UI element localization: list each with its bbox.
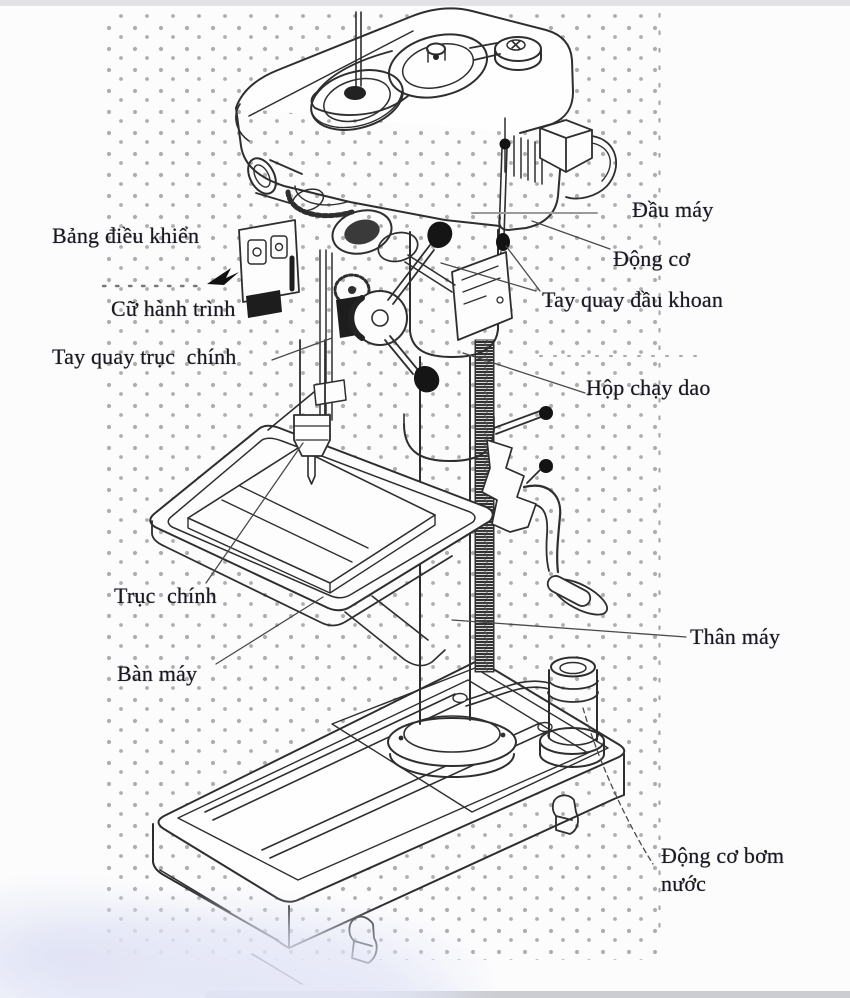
switch-box [539, 119, 593, 173]
leader-dong-co-bom-nuoc [582, 707, 654, 865]
scan-artifact-top-bar [0, 0, 850, 6]
coolant-pump [465, 656, 605, 768]
label-hop-chay-dao: Hộp chạy dao [586, 375, 711, 400]
pointer-arrow-bang-dieu-khien [207, 268, 239, 285]
table-crank [481, 406, 608, 616]
leader-truc-chinh [205, 442, 304, 584]
label-dong-co-bom-nuoc: Động cơ bơm nước [661, 843, 785, 896]
pump-cable [465, 680, 550, 707]
label-than-may: Thân máy [690, 624, 781, 649]
leader-lines [101, 212, 701, 865]
leader-tay-quay-dau-khoan-2 [440, 262, 537, 292]
drill-bit [307, 455, 316, 485]
control-panel [238, 219, 300, 318]
label-dong-co: Động cơ [613, 246, 691, 271]
feed-handle-knob-upper [427, 221, 453, 249]
side-plate [451, 251, 513, 341]
drive-belt [310, 42, 501, 116]
label-bang-dieu-khien: Bảng điều khiển [52, 223, 200, 248]
clamp-hook-right [551, 794, 579, 835]
label-tay-quay-dau-khoan: Tay quay đầu khoan [542, 287, 724, 312]
leader-dong-co [531, 220, 611, 250]
drill-head [235, 7, 617, 306]
label-truc-chinh: Trục chính [114, 583, 217, 608]
feed-handle-knob-lower [413, 365, 440, 393]
crank-grip [546, 575, 592, 607]
crank-ball-knob-lower [539, 459, 553, 473]
gear-ring [285, 189, 355, 219]
leader-ban-may [215, 596, 324, 665]
column-flange [387, 715, 517, 778]
leader-hop-chay-dao [462, 352, 586, 394]
spindle-pulley [310, 69, 404, 131]
spindle-chuck [293, 339, 331, 485]
scan-artifact-bottom-bar [205, 991, 850, 998]
leader-than-may [451, 619, 687, 638]
idler-pulley [387, 33, 489, 99]
feed-handles [348, 221, 453, 393]
gear-cluster [331, 209, 419, 307]
work-table [149, 424, 494, 667]
leader-tay-quay-truc-chinh [271, 337, 333, 361]
motor-pulley [494, 36, 542, 71]
feed-gearbox [238, 157, 513, 485]
label-dau-may: Đầu máy [632, 197, 714, 222]
label-tay-quay-truc-chinh: Tay quay trục chính [52, 344, 237, 369]
leader-tay-quay-dau-khoan [505, 245, 541, 292]
power-cable [565, 135, 617, 200]
label-ban-may: Bàn máy [117, 661, 198, 686]
crank-ball-knob-upper [539, 406, 553, 420]
label-cu-hanh-trinh: Cữ hành trình [111, 296, 236, 321]
spindle-top-pin [355, 11, 362, 87]
